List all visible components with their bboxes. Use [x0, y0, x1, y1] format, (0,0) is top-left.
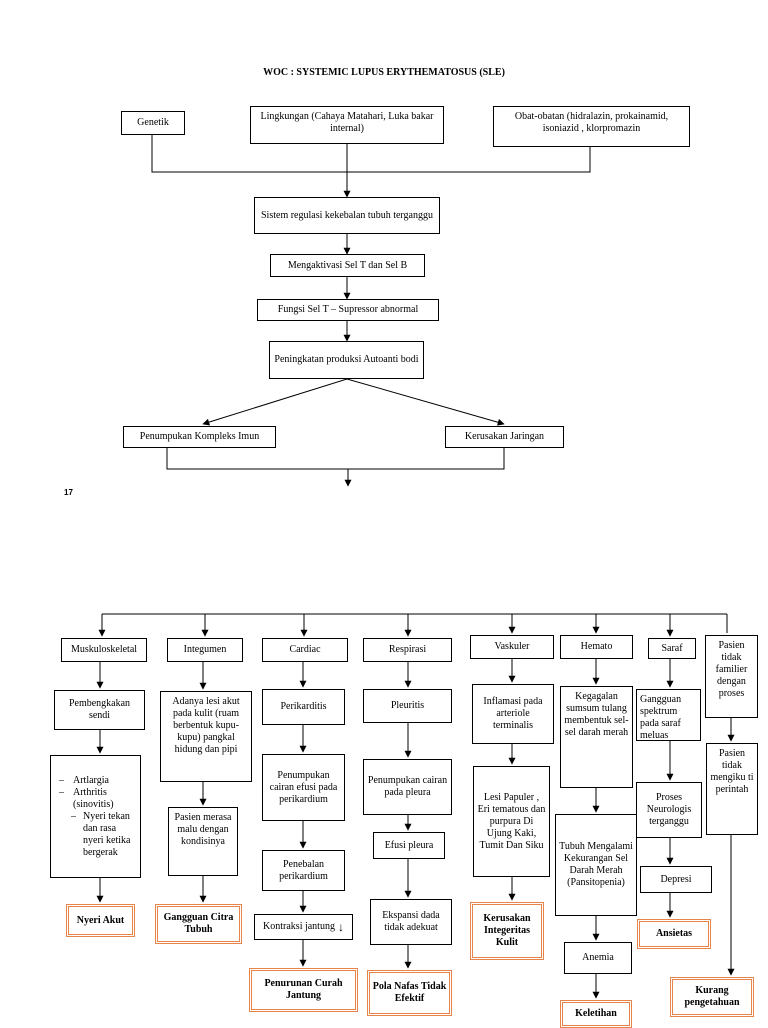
aktivasi-sel-box: Mengaktivasi Sel T dan Sel B	[270, 254, 425, 277]
lesi-papuler-box: Lesi Papuler , Eri tematous dan purpura …	[473, 766, 550, 877]
header-saraf: Saraf	[648, 638, 696, 659]
diagnosis-ansietas: Ansietas	[637, 919, 711, 949]
kontraksi-jantung-box: Kontraksi jantung ↓	[254, 914, 353, 940]
pleuritis-box: Pleuritis	[363, 689, 452, 723]
kegagalan-sumsum-box: Kegagalan sumsum tulang membentuk sel-se…	[560, 686, 633, 788]
diagnosis-curah-jantung: Penurunan Curah Jantung	[249, 968, 358, 1012]
arrow-down-icon: ↓	[337, 920, 344, 934]
gejala-artlargia: Artlargia	[53, 775, 138, 787]
diagnosis-pola-nafas: Pola Nafas Tidak Efektif	[367, 970, 452, 1016]
diagram-title: WOC : SYSTEMIC LUPUS ERYTHEMATOSUS (SLE)	[263, 67, 505, 78]
diagnosis-nyeri-akut: Nyeri Akut	[66, 904, 135, 937]
sistem-regulasi-box: Sistem regulasi kekebalan tubuh tergangg…	[254, 197, 440, 234]
penebalan-perikardium-box: Penebalan perikardium	[262, 850, 345, 891]
efusi-pleura-box: Efusi pleura	[373, 832, 445, 859]
autoantibodi-box: Peningkatan produksi Autoanti bodi	[269, 341, 424, 379]
kekurangan-sdm-box: Tubuh Mengalami Kekurangan Sel Darah Mer…	[555, 814, 637, 916]
kompleks-imun-box: Penumpukan Kompleks Imun	[123, 426, 276, 448]
kerusakan-jaringan-box: Kerusakan Jaringan	[445, 426, 564, 448]
cause-lingkungan: Lingkungan (Cahaya Matahari, Luka bakar …	[250, 106, 444, 144]
cause-genetik: Genetik	[121, 111, 185, 135]
kontraksi-jantung-label: Kontraksi jantung	[263, 921, 335, 932]
gejala-list-box: Artlargia Arthritis (sinovitis) Nyeri te…	[50, 755, 141, 878]
cause-obat: Obat-obatan (hidralazin, prokainamid, is…	[493, 106, 690, 147]
cairan-efusi-box: Penumpukan cairan efusi pada perikardium	[262, 754, 345, 821]
gejala-arthritis: Arthritis (sinovitis)	[53, 787, 138, 811]
pasien-tidak-mengikuti-box: Pasien tidak mengiku ti perintah	[706, 743, 758, 835]
lesi-akut-box: Adanya lesi akut pada kulit (ruam berben…	[160, 691, 252, 782]
diagnosis-integritas-kulit: Kerusakan Integeritas Kulit	[470, 902, 544, 960]
header-hemato: Hemato	[560, 635, 633, 659]
gangguan-spektrum-box: Gangguan spektrum pada saraf meluas	[636, 689, 701, 741]
header-muskuloskeletal: Muskuloskeletal	[61, 638, 147, 662]
diagnosis-kurang-pengetahuan: Kurang pengetahuan	[670, 977, 754, 1017]
fungsi-sel-box: Fungsi Sel T – Supressor abnormal	[257, 299, 439, 321]
pembengkakan-sendi-box: Pembengkakan sendi	[54, 690, 145, 730]
header-integumen: Integumen	[167, 638, 243, 662]
pasien-malu-box: Pasien merasa malu dengan kondisinya	[168, 807, 238, 876]
diagnosis-citra-tubuh: Gangguan Citra Tubuh	[155, 904, 242, 944]
anemia-box: Anemia	[564, 942, 632, 974]
page-number: 17	[64, 488, 73, 497]
depresi-box: Depresi	[640, 866, 712, 893]
kurang-info-box: Pasien tidak familier dengan proses	[705, 635, 758, 718]
header-cardiac: Cardiac	[262, 638, 348, 662]
perikarditis-box: Perikarditis	[262, 689, 345, 725]
cairan-pleura-box: Penumpukan cairan pada pleura	[363, 759, 452, 815]
header-vaskuler: Vaskuler	[470, 635, 554, 659]
gejala-nyeri-tekan: Nyeri tekan dan rasa nyeri ketika berger…	[53, 811, 138, 859]
proses-neurologis-box: Proses Neurologis terganggu	[636, 782, 702, 838]
ekspansi-dada-box: Ekspansi dada tidak adekuat	[370, 899, 452, 945]
header-respirasi: Respirasi	[363, 638, 452, 662]
inflamasi-arteriole-box: Inflamasi pada arteriole terminalis	[472, 684, 554, 744]
